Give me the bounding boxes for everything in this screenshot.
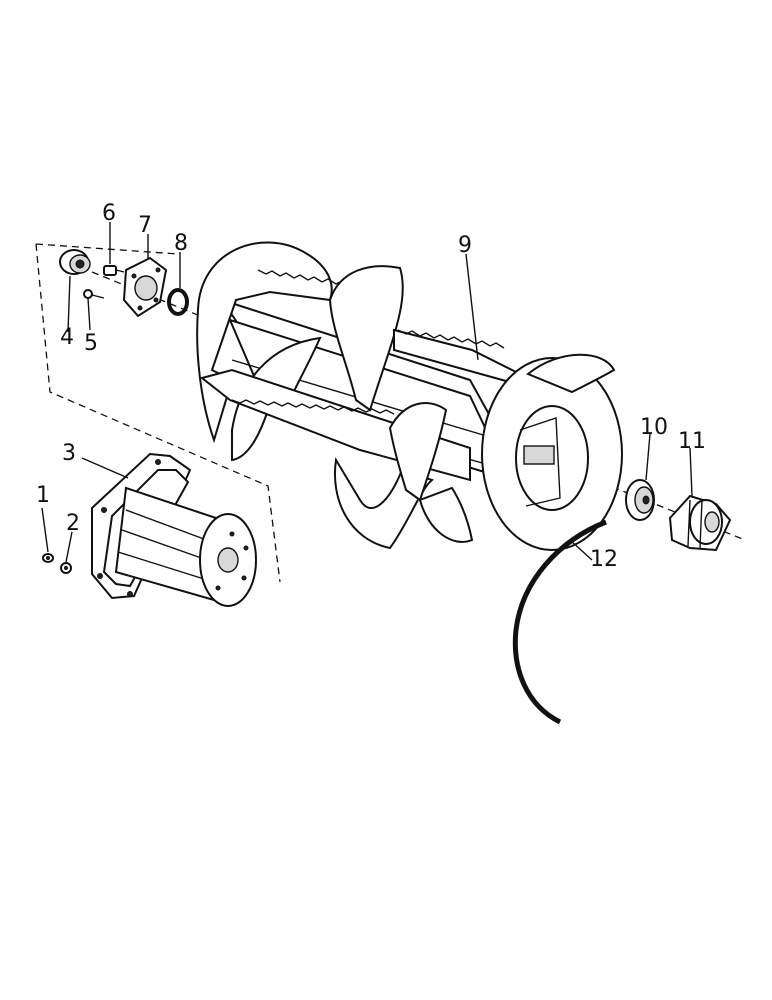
part-5-pin (83, 289, 105, 299)
callout-3: 3 (62, 441, 76, 466)
callout-10: 10 (640, 415, 668, 440)
callout-2: 2 (66, 511, 80, 536)
part-11-bearing-housing (668, 494, 732, 552)
part-8-o-ring (167, 288, 189, 316)
leader-lines (41, 222, 693, 563)
callout-9: 9 (458, 233, 472, 258)
callout-labels: 1 2 3 4 5 6 7 8 9 10 11 12 (36, 201, 706, 572)
callout-11: 11 (678, 429, 706, 454)
part-4-bearing-cap (59, 249, 91, 275)
part-3-drum-housing (91, 452, 257, 607)
part-6-bolt (103, 265, 125, 276)
callout-1: 1 (36, 483, 50, 508)
part-2-washer (60, 562, 72, 574)
callout-4: 4 (60, 325, 74, 350)
callout-7: 7 (138, 213, 152, 238)
part-9-auger-rotor (196, 241, 623, 551)
part-10-bearing (625, 479, 655, 521)
part-12-curved-strip (512, 519, 607, 725)
callout-12: 12 (590, 547, 618, 572)
part-7-flange-plate (122, 256, 168, 318)
callout-5: 5 (84, 331, 98, 356)
part-1-nut (42, 553, 54, 563)
callout-8: 8 (174, 231, 188, 256)
callout-6: 6 (102, 201, 116, 226)
assembly-boundary-dashed (35, 243, 281, 583)
